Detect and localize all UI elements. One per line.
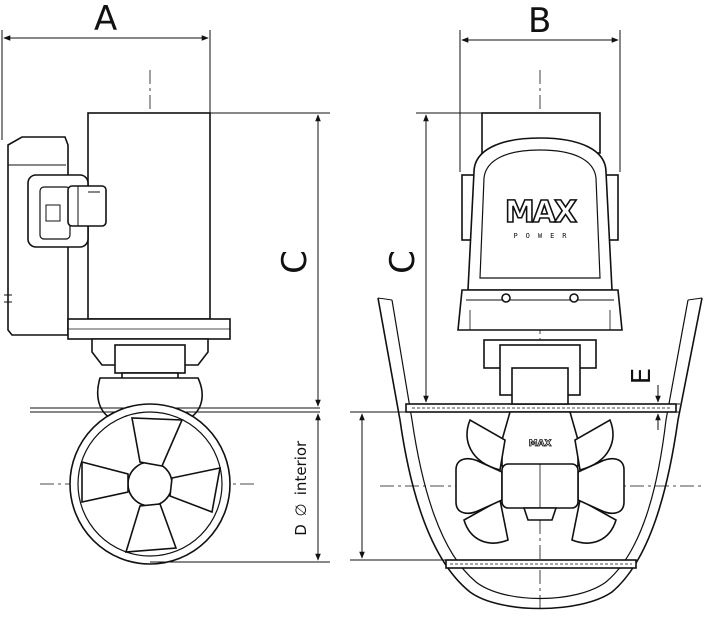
front-left-blade-bottom (463, 498, 509, 544)
dimension-c-left-label: C (275, 250, 315, 274)
hull-inner (391, 299, 689, 600)
dimension-c-left (210, 112, 330, 407)
dimension-b-label: B (528, 1, 551, 41)
propeller-blade-2 (169, 466, 221, 514)
front-left-blade-top (466, 418, 506, 472)
dimension-a (1, 30, 211, 140)
cover-screw-right (569, 293, 579, 303)
gear-logo: MAX (529, 439, 552, 449)
dimension-d (150, 413, 330, 563)
propeller-blade-4 (81, 460, 129, 503)
control-box-clamp (67, 185, 107, 227)
dimension-d-label: D (292, 524, 310, 536)
dimension-d-right (350, 411, 452, 561)
dimension-d-symbol: ∅ (292, 503, 310, 516)
propeller-blade-3 (124, 503, 178, 553)
hull-outer (377, 297, 703, 610)
dimension-a-label: A (94, 0, 117, 39)
dimension-c-right-label: C (383, 250, 423, 274)
brand-logo: MAX (505, 195, 577, 230)
dimension-b (459, 30, 621, 172)
side-view (4, 70, 320, 565)
front-right-blade-top (574, 418, 614, 472)
dimension-e-label: E (627, 368, 657, 384)
dimension-d-text: interior (292, 440, 310, 495)
tunnel-floor (405, 403, 677, 413)
cover-base-plate (457, 289, 623, 331)
front-right-blade-bottom (571, 498, 617, 544)
propeller-hub (127, 461, 173, 507)
brand-logo-sub: POWER (513, 232, 574, 240)
cover-screw-left (501, 293, 511, 303)
front-view (377, 70, 703, 612)
dimension-e (640, 385, 680, 430)
propeller-blade-1 (131, 417, 184, 467)
dimension-c-right (416, 112, 482, 403)
dimension-d-text-group: D ∅ interior (292, 440, 310, 536)
